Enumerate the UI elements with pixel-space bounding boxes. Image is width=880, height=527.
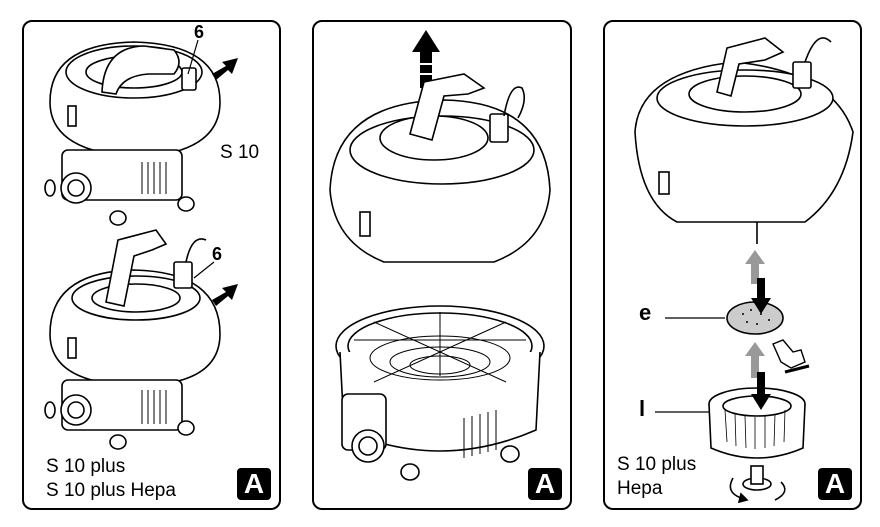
vacuum-models-drawing <box>44 39 238 450</box>
vacuum-s10plus-drawing <box>44 229 221 450</box>
panel-1-illustration: 6 S 10 6 S 10 plus S 10 plus Hepa A <box>22 20 281 510</box>
pull-arrow-icon <box>212 58 238 306</box>
panel-3-illustration: e l S 10 plus Hepa A <box>603 20 862 510</box>
model-label-s10-plus-hepa: S 10 plus Hepa <box>46 480 176 501</box>
move-arrows-icon <box>745 250 771 410</box>
rotate-icon <box>729 477 786 504</box>
lift-up-arrow-icon <box>412 30 440 88</box>
part-label-l: l <box>639 396 646 421</box>
model-label-hepa: Hepa <box>617 478 663 499</box>
model-label-s10-plus: S 10 plus <box>617 454 697 475</box>
panel-2-illustration: A <box>312 20 572 510</box>
callout-6-bottom: 6 <box>212 244 223 264</box>
vacuum-s10-drawing <box>44 41 221 226</box>
callout-6-top: 6 <box>194 22 205 42</box>
step-badge: A <box>237 468 271 500</box>
hand-pointer-icon <box>772 339 810 374</box>
step-badge: A <box>528 468 562 500</box>
model-label-s10-plus: S 10 plus <box>46 456 126 477</box>
filter-assembly-drawing <box>634 37 854 504</box>
step-badge: A <box>818 468 852 500</box>
part-label-e: e <box>639 300 652 325</box>
model-label-s10: S 10 <box>220 142 260 163</box>
lift-head-drawing <box>329 30 551 481</box>
